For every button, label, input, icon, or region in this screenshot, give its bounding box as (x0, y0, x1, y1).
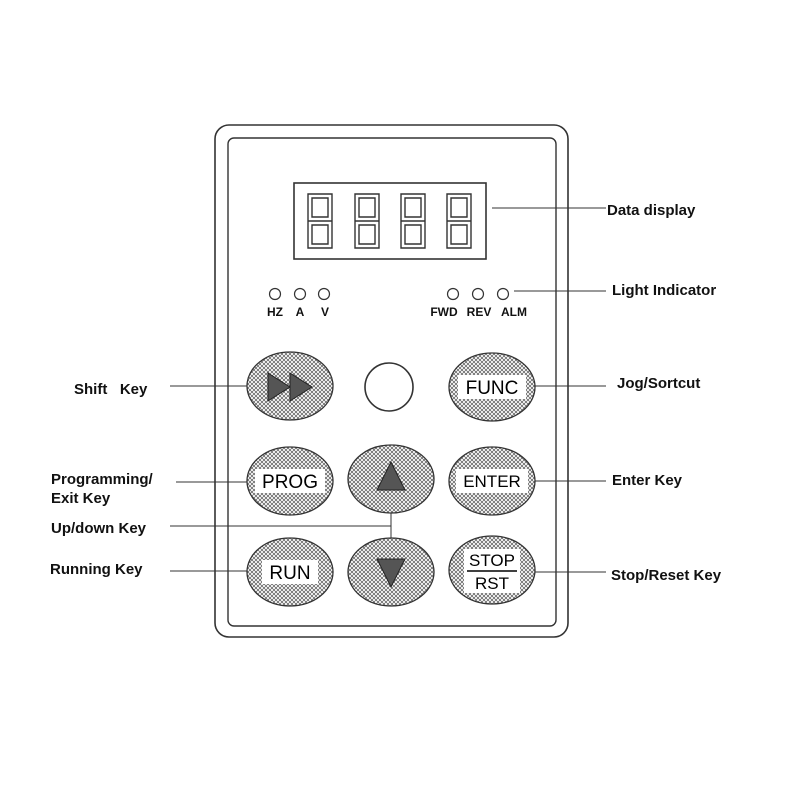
stop-reset-key[interactable]: STOP RST (448, 535, 536, 605)
callout-leaders (170, 207, 606, 573)
seven-segment-digit (307, 193, 333, 249)
func-key[interactable]: FUNC (448, 352, 536, 422)
data-display (293, 182, 487, 260)
callout-running-key: Running Key (50, 561, 143, 578)
panel-inner-frame (227, 137, 557, 627)
run-key-label: RUN (269, 563, 310, 584)
callout-programming-line1: Programming/ (51, 471, 154, 488)
prog-key-label: PROG (262, 472, 318, 493)
callout-programming-line2: Exit Key (51, 490, 111, 507)
indicator-label-alm: ALM (501, 305, 527, 319)
led-alm (496, 287, 510, 301)
callout-updown-key: Up/down Key (51, 520, 147, 537)
indicator-label-v: V (321, 305, 329, 319)
callout-data-display: Data display (607, 202, 696, 219)
enter-key-label: ENTER (463, 472, 521, 491)
seven-segment-digit (354, 193, 380, 249)
double-right-arrow-icon (267, 372, 313, 402)
up-key[interactable] (347, 444, 435, 514)
callout-light-indicator: Light Indicator (612, 282, 716, 299)
rst-key-label: RST (475, 574, 509, 593)
up-triangle-icon (376, 460, 406, 491)
run-key[interactable]: RUN (246, 537, 334, 607)
panel-outer-frame (214, 124, 569, 638)
seven-segment-digit (446, 193, 472, 249)
indicator-label-a: A (296, 305, 305, 319)
down-triangle-icon (376, 558, 406, 589)
seven-segment-digit (400, 193, 426, 249)
callout-enter-key: Enter Key (612, 472, 683, 489)
led-fwd (446, 287, 460, 301)
led-a (293, 287, 307, 301)
prog-key[interactable]: PROG (246, 446, 334, 516)
callout-shift-key: Shift Key (74, 381, 148, 398)
down-key[interactable] (347, 537, 435, 607)
stop-key-label: STOP (469, 551, 515, 570)
potentiometer-knob-icon (364, 362, 414, 412)
indicator-label-fwd: FWD (430, 305, 458, 319)
led-rev (471, 287, 485, 301)
potentiometer-knob[interactable] (364, 362, 414, 412)
callout-stop-reset-key: Stop/Reset Key (611, 567, 722, 584)
indicator-label-hz: HZ (267, 305, 283, 319)
led-hz (268, 287, 282, 301)
enter-key[interactable]: ENTER (448, 446, 536, 516)
callout-jog-shortcut: Jog/Sortcut (617, 375, 700, 392)
led-v (317, 287, 331, 301)
indicator-label-rev: REV (467, 305, 492, 319)
func-key-label: FUNC (466, 378, 519, 399)
shift-key[interactable] (246, 351, 334, 421)
indicator-leds (268, 287, 510, 301)
